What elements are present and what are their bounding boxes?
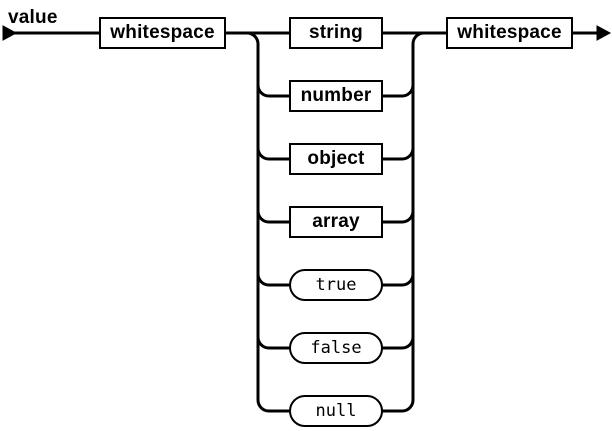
node-number: number	[289, 80, 383, 112]
left-branch-rail	[246, 31, 291, 413]
end-arrow-icon	[596, 25, 612, 41]
node-whitespace-exit: whitespace	[446, 17, 573, 49]
node-string: string	[289, 17, 383, 49]
node-whitespace-entry: whitespace	[99, 17, 226, 49]
node-array: array	[289, 206, 383, 238]
right-join-rail	[381, 31, 425, 413]
rule-name-label: value	[8, 7, 58, 28]
node-object: object	[289, 143, 383, 175]
node-false: false	[289, 332, 383, 364]
node-null: null	[289, 395, 383, 427]
start-arrow-icon	[2, 25, 18, 41]
node-true: true	[289, 269, 383, 301]
